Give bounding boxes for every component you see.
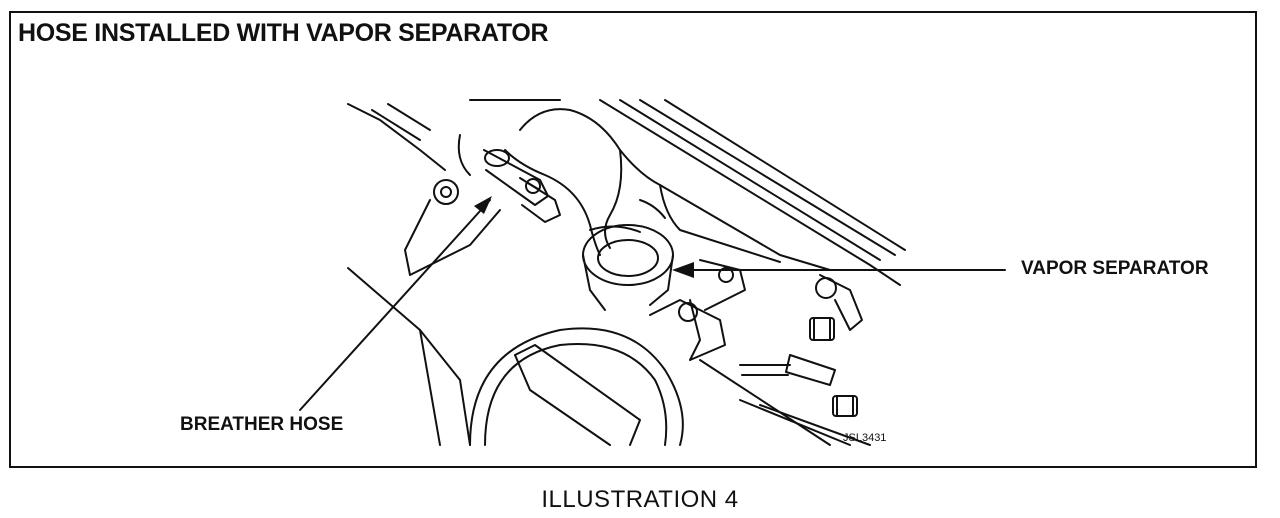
valve-cover-outline — [347, 99, 906, 446]
breather-hose — [504, 108, 831, 271]
illustration-caption: ILLUSTRATION 4 — [541, 486, 739, 513]
vapor-separator-fitting — [582, 224, 674, 311]
breather-hose-arrowhead — [474, 196, 492, 214]
illustration-title: HOSE INSTALLED WITH VAPOR SEPARATOR — [18, 19, 549, 47]
breather-hose-label: BREATHER HOSE — [180, 414, 344, 435]
breather-hose-leader — [299, 199, 491, 411]
bolts-and-sensor — [649, 259, 863, 417]
vapor-separator-arrowhead — [672, 262, 694, 278]
figure-code: JSL3431 — [843, 432, 887, 444]
vapor-separator-label: VAPOR SEPARATOR — [1021, 258, 1209, 279]
hose-clamp — [483, 149, 561, 223]
left-bracket — [404, 134, 501, 276]
oil-filler-cap — [469, 327, 684, 446]
leader-lines — [299, 199, 1006, 411]
illustration-frame — [9, 11, 1257, 468]
